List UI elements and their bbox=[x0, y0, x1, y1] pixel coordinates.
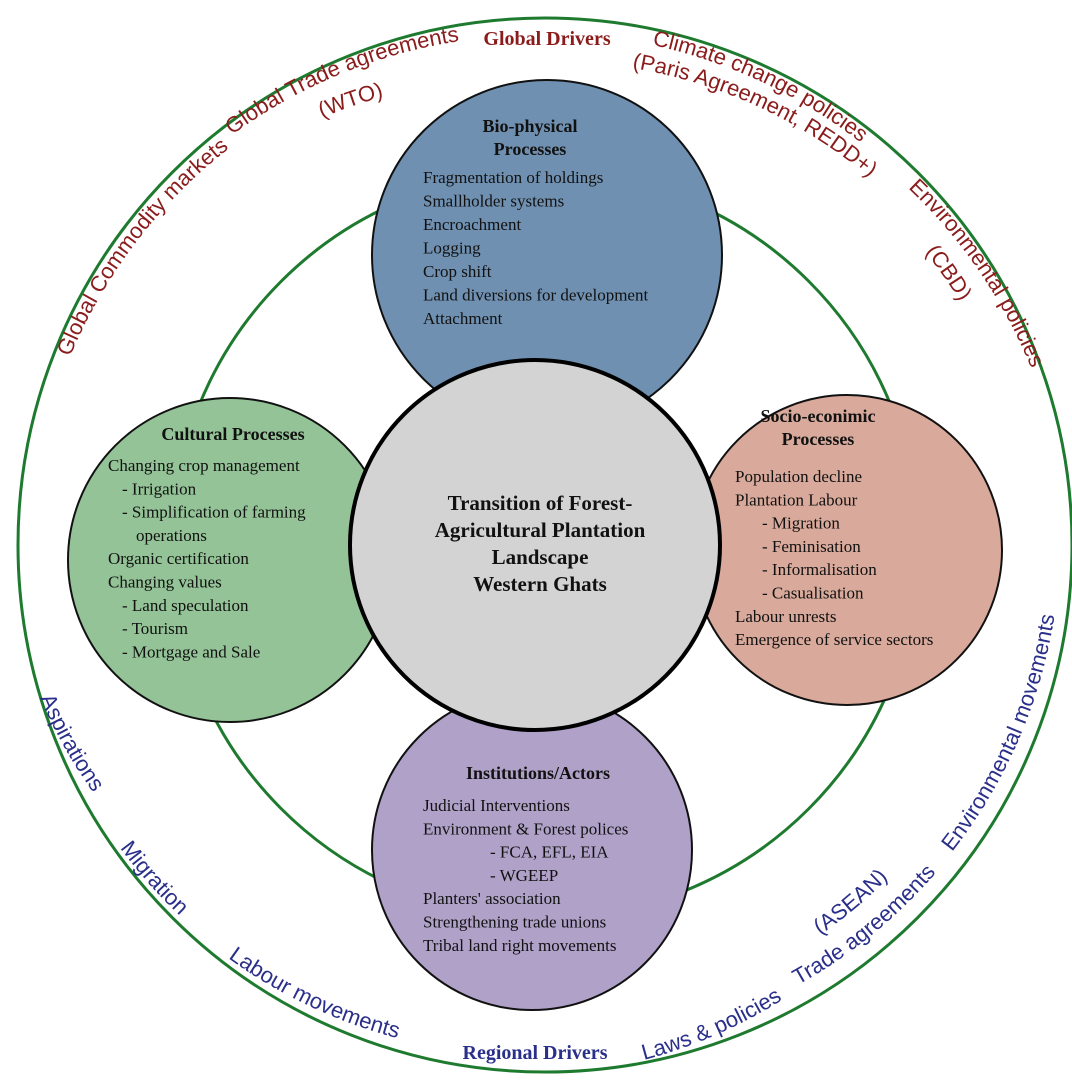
institutions-item: Environment & Forest polices bbox=[423, 819, 628, 838]
biophysical-item: Logging bbox=[423, 239, 481, 258]
center-title-line: Agricultural Plantation bbox=[435, 518, 646, 542]
cultural-item: Changing values bbox=[108, 573, 222, 592]
socio-economic-title: Socio-econimic bbox=[761, 406, 876, 426]
center-title-line: Western Ghats bbox=[473, 572, 607, 596]
cultural-item: Organic certification bbox=[108, 549, 249, 568]
outer-ring bbox=[16, 16, 1072, 1074]
center-circle bbox=[348, 358, 722, 732]
biophysical-title: Processes bbox=[494, 139, 567, 159]
institutions-item: Judicial Interventions bbox=[423, 796, 570, 815]
driver-migration: Migration bbox=[116, 836, 194, 919]
cultural-item: - Simplification of farming bbox=[122, 503, 306, 522]
driver-environmental-policies: Environmental policies bbox=[905, 174, 1050, 371]
socio-economic-item: Emergence of service sectors bbox=[735, 630, 933, 649]
driver-labour-movements: Labour movements bbox=[225, 942, 403, 1043]
institutions-item: Strengthening trade unions bbox=[423, 913, 606, 932]
cultural-item: - Irrigation bbox=[122, 479, 197, 498]
socio-economic-item: Labour unrests bbox=[735, 607, 837, 626]
cultural-item: operations bbox=[136, 526, 207, 545]
socio-economic-title: Processes bbox=[782, 429, 855, 449]
socio-economic-item: - Feminisation bbox=[762, 537, 861, 556]
biophysical-item: Crop shift bbox=[423, 262, 492, 281]
biophysical-item: Land diversions for development bbox=[423, 286, 648, 305]
cultural-item: - Land speculation bbox=[122, 596, 249, 615]
socio-economic-item: Plantation Labour bbox=[735, 490, 858, 509]
institutions-item: - FCA, EFL, EIA bbox=[490, 843, 609, 862]
institutions-item: - WGEEP bbox=[490, 866, 558, 885]
socio-economic-item: Population decline bbox=[735, 467, 862, 486]
cultural-item: - Mortgage and Sale bbox=[122, 642, 260, 661]
institutions-item: Planters' association bbox=[423, 889, 561, 908]
global-drivers-heading: Global Drivers bbox=[483, 28, 610, 50]
cultural-item: - Tourism bbox=[122, 619, 188, 638]
driver-climate-change-policies: Climate change policies bbox=[651, 25, 873, 146]
biophysical-item: Smallholder systems bbox=[423, 192, 564, 211]
center-title-line: Transition of Forest- bbox=[448, 491, 633, 515]
institutions-title: Institutions/Actors bbox=[466, 763, 610, 783]
regional-drivers-heading: Regional Drivers bbox=[463, 1042, 608, 1064]
driver-global-trade-agreements: Global Trade agreements bbox=[220, 21, 460, 139]
cultural-item: Changing crop management bbox=[108, 456, 300, 475]
center-title-line: Landscape bbox=[492, 545, 589, 569]
institutions-item: Tribal land right movements bbox=[423, 936, 616, 955]
socio-economic-item: - Migration bbox=[762, 514, 840, 533]
socio-economic-item: - Casualisation bbox=[762, 584, 864, 603]
biophysical-item: Encroachment bbox=[423, 215, 521, 234]
driver-global-commodity-markets: Global Commodity markets bbox=[52, 133, 233, 359]
biophysical-title: Bio-physical bbox=[482, 116, 577, 136]
cultural-title: Cultural Processes bbox=[161, 424, 304, 444]
socio-economic-item: - Informalisation bbox=[762, 560, 877, 579]
center-title: Transition of Forest- Agricultural Planta… bbox=[435, 491, 646, 596]
biophysical-item: Fragmentation of holdings bbox=[423, 168, 603, 187]
biophysical-item: Attachment bbox=[423, 309, 503, 328]
